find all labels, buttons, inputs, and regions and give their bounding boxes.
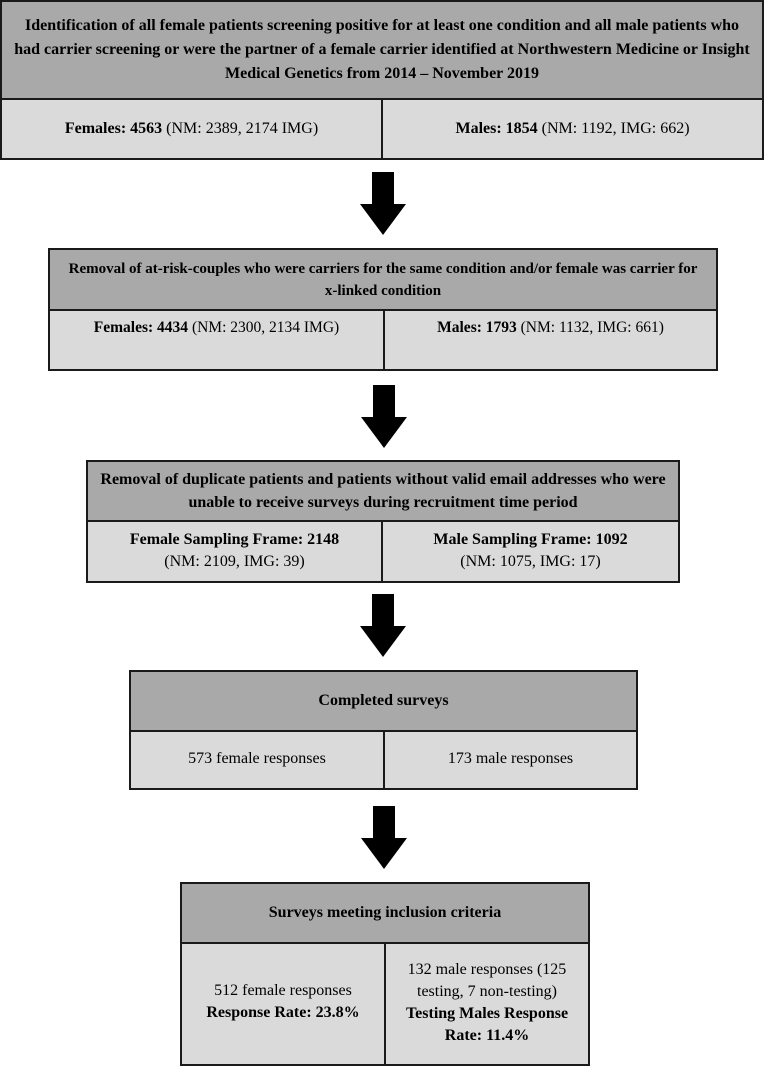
stage-5-male-rate: Testing Males Response Rate: 11.4% [405, 1005, 569, 1044]
stage-3-female-label: Female Sampling Frame: 2148 [129, 531, 340, 548]
stage-1-male-label: Males: 1854 [455, 120, 538, 137]
stage-2-female-detail: (NM: 2300, 2134 IMG) [188, 319, 340, 336]
stage-5-female-rate: Response Rate: 23.8% [206, 1004, 360, 1021]
stage-1-female-box: Females: 4563 (NM: 2389, 2174 IMG) [0, 98, 383, 160]
stage-3-male-box: Male Sampling Frame: 1092 (NM: 1075, IMG… [381, 520, 680, 583]
down-arrow-1 [360, 172, 406, 235]
stage-2-male-box: Males: 1793 (NM: 1132, IMG: 661) [383, 309, 718, 371]
stage-5-male-box: 132 male responses (125 testing, 7 non-t… [384, 942, 590, 1066]
stage-1-header: Identification of all female patients sc… [0, 0, 764, 100]
stage-5-female-text: 512 female responses [214, 982, 352, 999]
stage-2-female-box: Females: 4434 (NM: 2300, 2134 IMG) [48, 309, 385, 371]
stage-2-header: Removal of at-risk-couples who were carr… [48, 248, 718, 311]
down-arrow-2 [361, 385, 407, 448]
stage-5-header-text: Surveys meeting inclusion criteria [268, 904, 502, 921]
stage-4-male-box: 173 male responses [383, 730, 638, 790]
stage-4-female-box: 573 female responses [129, 730, 385, 790]
stage-1-female-label: Females: 4563 [64, 120, 163, 137]
stage-4-female-text: 573 female responses [188, 750, 326, 767]
stage-3-female-box: Female Sampling Frame: 2148 (NM: 2109, I… [86, 520, 383, 583]
stage-3-female-detail: (NM: 2109, IMG: 39) [164, 553, 305, 570]
stage-1-male-detail: (NM: 1192, IMG: 662) [537, 120, 690, 137]
stage-2-male-detail: (NM: 1132, IMG: 661) [516, 319, 664, 336]
stage-5-header: Surveys meeting inclusion criteria [180, 882, 590, 944]
stage-3-header: Removal of duplicate patients and patien… [86, 460, 680, 522]
stage-3-male-detail: (NM: 1075, IMG: 17) [460, 553, 601, 570]
stage-2-female-label: Females: 4434 [93, 319, 189, 336]
down-arrow-4 [361, 806, 407, 869]
down-arrow-3 [360, 594, 406, 657]
stage-3-header-text: Removal of duplicate patients and patien… [100, 471, 666, 511]
stage-1-header-text: Identification of all female patients sc… [14, 17, 750, 82]
stage-5-male-text: 132 male responses (125 testing, 7 non-t… [407, 961, 567, 1000]
stage-4-header-text: Completed surveys [318, 692, 449, 709]
stage-1-female-detail: (NM: 2389, 2174 IMG) [162, 120, 319, 137]
stage-3-male-label: Male Sampling Frame: 1092 [433, 531, 628, 548]
stage-2-male-label: Males: 1793 [437, 319, 517, 336]
stage-4-header: Completed surveys [129, 670, 638, 732]
stage-1-male-box: Males: 1854 (NM: 1192, IMG: 662) [381, 98, 764, 160]
stage-4-male-text: 173 male responses [447, 750, 574, 767]
stage-2-header-text: Removal of at-risk-couples who were carr… [68, 260, 698, 299]
stage-5-female-box: 512 female responses Response Rate: 23.8… [180, 942, 386, 1066]
